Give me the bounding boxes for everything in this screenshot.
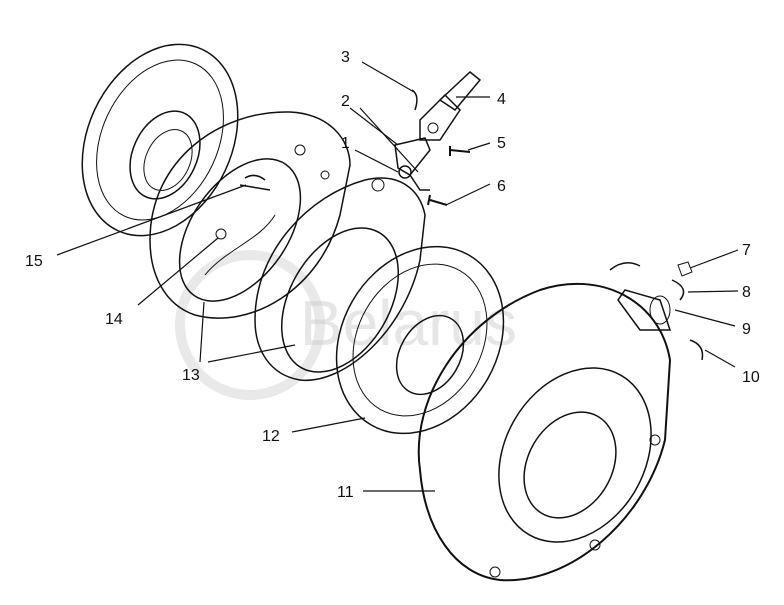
callout-11: 11 [337,484,354,501]
callout-2: 2 [341,93,350,110]
callout-12: 12 [262,428,280,445]
release-bearing-group [609,261,704,361]
friction-disc-rear [81,43,239,237]
friction-disc-front [335,245,505,435]
pressure-plate [149,111,351,319]
watermark: Belarus [175,250,517,400]
svg-text:Belarus: Belarus [300,287,517,359]
callout-9: 9 [742,321,751,338]
callout-13: 13 [182,367,200,384]
release-lever-assembly [394,71,482,206]
callout-15: 15 [25,253,43,270]
callout-5: 5 [497,135,506,152]
callout-6: 6 [497,178,506,195]
clutch-housing [417,282,672,582]
leader-lines [56,61,739,492]
callout-14: 14 [105,311,123,328]
callout-1: 1 [341,135,350,152]
callout-3: 3 [341,49,350,66]
callout-10: 10 [742,369,760,386]
callout-8: 8 [742,284,751,301]
intermediate-plate [254,177,426,381]
callout-4: 4 [497,91,506,108]
callout-7: 7 [742,242,751,259]
